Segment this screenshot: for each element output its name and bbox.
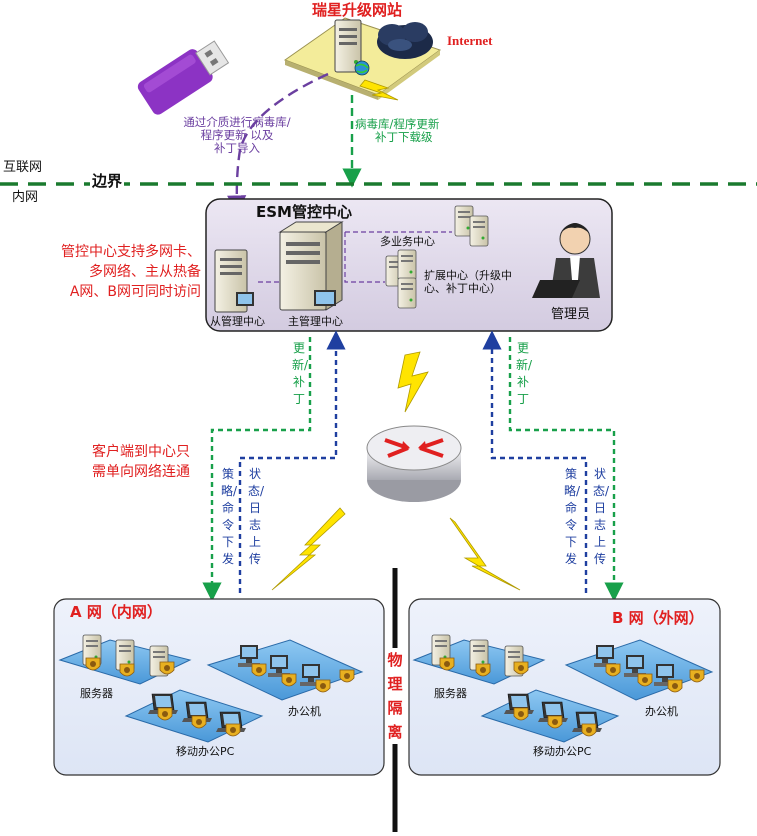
- a-status-label: 状态/日志上传: [248, 467, 265, 566]
- expansion-label-line: 扩展中心（升级中: [424, 269, 512, 282]
- a-policy-label: 策略/命令下发: [221, 467, 238, 566]
- a-update-arrow: [202, 337, 312, 602]
- usb-stick-icon: [137, 40, 230, 115]
- b-policy-label: 策略/命令下发: [564, 467, 581, 566]
- download-note-line: 病毒库/程序更新: [355, 117, 440, 131]
- site-title: 瑞星升级网站: [312, 1, 403, 19]
- net-a-mobile-group: [124, 689, 264, 743]
- net-a-panel: [53, 598, 385, 776]
- net-a-office-label: 办公机: [288, 705, 321, 718]
- usb-note-line: 程序更新 以及: [200, 128, 274, 143]
- admin-label: 管理员: [551, 307, 591, 322]
- net-b-mobile-group: [480, 689, 620, 743]
- b-status-label: 状态/日志上传: [593, 467, 610, 566]
- one-way-note: 客户端到中心只 需单向网络连通: [92, 442, 190, 482]
- boundary-label: 边界: [90, 172, 125, 191]
- router-icon: [366, 425, 462, 502]
- net-a-servers-label: 服务器: [80, 687, 113, 700]
- multi-nic-line: 管控中心支持多网卡、: [61, 244, 201, 260]
- net-b-title: B 网（外网）: [612, 609, 704, 627]
- intranet-zone-label: 内网: [12, 190, 39, 205]
- net-b-office-label: 办公机: [645, 705, 678, 718]
- lightning-icon: [359, 79, 399, 101]
- a-status-arrow: [238, 330, 346, 593]
- lightning-a-icon: [271, 507, 346, 591]
- net-a-server-group: [58, 634, 192, 685]
- net-a-mobile-label: 移动办公PC: [176, 745, 235, 758]
- one-way-line: 需单向网络连通: [92, 464, 190, 480]
- master-center-label: 主管理中心: [288, 315, 343, 328]
- master-server-icon: [278, 221, 344, 311]
- admin-icon: [532, 223, 600, 298]
- cloud-icon: [377, 22, 433, 59]
- update-server-icon: [334, 19, 362, 73]
- net-b-office-group: [564, 639, 714, 701]
- internet-zone-label: 互联网: [3, 160, 43, 175]
- slave-center-label: 从管理中心: [210, 315, 265, 328]
- multi-nic-line: 多网络、主从热备: [89, 264, 201, 280]
- expansion-label-line: 心、补丁中心）: [424, 281, 501, 295]
- b-status-arrow: [482, 330, 588, 593]
- net-a-title: A 网（内网）: [70, 603, 162, 621]
- usb-note-line: 补丁导入: [214, 141, 260, 156]
- download-note: 病毒库/程序更新 补丁下载级: [355, 117, 440, 145]
- lightning-b-icon: [449, 517, 521, 591]
- net-b-mobile-label: 移动办公PC: [533, 745, 592, 758]
- net-b-servers-label: 服务器: [434, 687, 467, 700]
- usb-note: 通过介质进行病毒库/ 程序更新 以及 补丁导入: [178, 115, 296, 156]
- a-update-label: 更新/补丁: [292, 341, 309, 406]
- multi-nic-note: 管控中心支持多网卡、 多网络、主从热备 A网、B网可同时访问: [45, 242, 201, 302]
- b-update-label: 更新/补丁: [516, 341, 533, 406]
- usb-note-line: 通过介质进行病毒库/: [183, 115, 291, 129]
- net-b-server-group: [412, 634, 546, 685]
- multi-service-label: 多业务中心: [380, 235, 435, 248]
- esm-links: [258, 231, 452, 283]
- multi-nic-line: A网、B网可同时访问: [69, 284, 201, 300]
- slave-server-icon: [214, 249, 254, 313]
- internet-label: Internet: [447, 33, 493, 48]
- net-a-office-group: [206, 639, 364, 701]
- expansion-label: 扩展中心（升级中 心、补丁中心）: [424, 269, 512, 295]
- esm-title: ESM管控中心: [256, 203, 352, 221]
- download-note-line: 补丁下载级: [375, 130, 433, 145]
- b-update-arrow: [508, 337, 624, 602]
- router-lightning-icon: [397, 351, 429, 413]
- globe-icon: [354, 60, 370, 76]
- one-way-line: 客户端到中心只: [92, 444, 190, 460]
- isolation-label: 物理隔离: [386, 648, 404, 744]
